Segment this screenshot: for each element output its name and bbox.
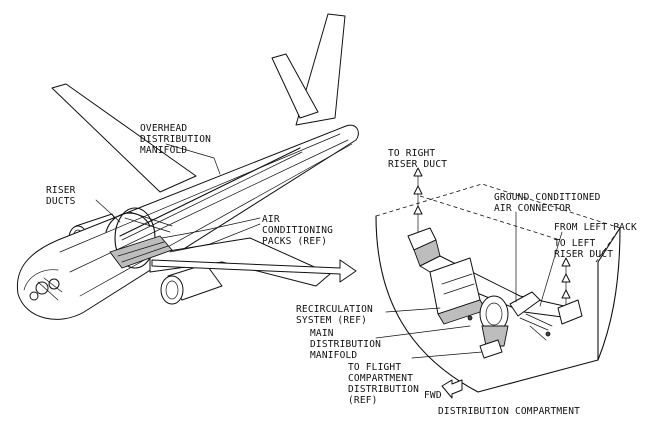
label-fwd: FWD xyxy=(424,390,442,401)
label-distribution-compartment: DISTRIBUTION COMPARTMENT xyxy=(438,406,580,417)
compartment-top-outline xyxy=(375,183,621,263)
right-riser-flow-arrows xyxy=(413,167,423,237)
label-ground-conditioned: GROUND CONDITIONED AIR CONNECTOR xyxy=(494,192,606,214)
flight-compartment-cutaway xyxy=(23,269,63,301)
fuselage xyxy=(16,124,359,320)
label-from-left-pack: FROM LEFT PACK xyxy=(554,222,637,233)
horizontal-stabilizer-left xyxy=(271,53,319,119)
label-flight-compartment: TO FLIGHT COMPARTMENT DISTRIBUTION (REF) xyxy=(348,362,425,406)
left-riser-outlet xyxy=(557,299,583,325)
flight-compartment-outlet xyxy=(479,339,503,359)
detail-callout-arrow xyxy=(151,259,357,283)
detail-leaders xyxy=(375,211,563,359)
fwd-arrow-icon xyxy=(441,379,463,399)
label-main-manifold: MAIN DISTRIBUTION MANIFOLD xyxy=(310,328,387,361)
label-to-left-riser: TO LEFT RISER DUCT xyxy=(554,238,613,260)
airplane-illustration xyxy=(16,13,359,320)
label-recirculation: RECIRCULATION SYSTEM (REF) xyxy=(296,304,379,326)
right-wing xyxy=(149,237,331,287)
left-wing xyxy=(51,83,197,193)
label-riser-ducts: RISER DUCTS xyxy=(46,185,82,207)
airplane-leaders xyxy=(95,143,261,253)
label-ac-packs: AIR CONDITIONING PACKS (REF) xyxy=(262,214,339,247)
label-to-right-riser: TO RIGHT RISER DUCT xyxy=(388,148,447,170)
ground-connector-pipe xyxy=(509,291,541,317)
left-riser-flow-arrows xyxy=(561,257,571,307)
label-overhead-manifold: OVERHEAD DISTRIBUTION MANIFOLD xyxy=(140,123,217,156)
distribution-compartment-detail xyxy=(375,167,621,393)
compartment-hull xyxy=(375,215,621,393)
right-engine xyxy=(160,263,223,305)
overhead-manifold-duct xyxy=(119,147,301,237)
